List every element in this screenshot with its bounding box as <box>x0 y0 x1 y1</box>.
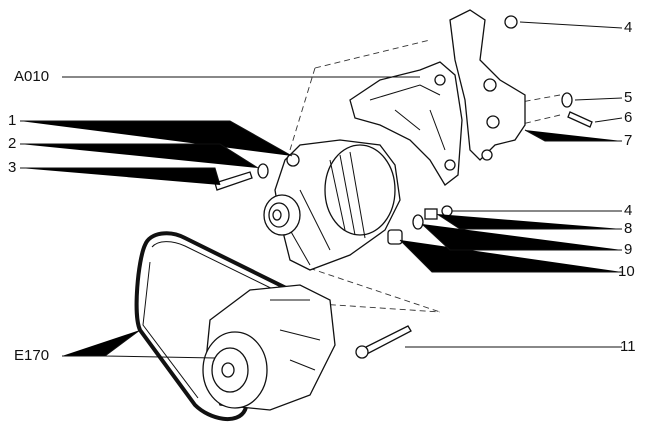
washer-9 <box>412 214 424 230</box>
bushing-10 <box>387 229 403 245</box>
compressor-e170 <box>202 284 336 411</box>
label-5: 5 <box>624 89 633 106</box>
washer-5 <box>561 92 573 108</box>
label-e170: E170 <box>14 347 50 364</box>
bolt-3 <box>214 171 253 191</box>
label-1: 1 <box>8 112 17 129</box>
alternator <box>263 139 401 271</box>
label-4-mid: 4 <box>624 202 633 219</box>
bracket-7 <box>449 9 526 161</box>
washer-2 <box>257 163 269 179</box>
label-10: 10 <box>618 263 635 280</box>
label-2: 2 <box>8 135 17 152</box>
label-3: 3 <box>8 159 17 176</box>
label-7: 7 <box>624 132 633 149</box>
bracket-a010 <box>349 61 463 186</box>
label-a010: A010 <box>14 68 50 85</box>
label-9: 9 <box>624 241 633 258</box>
label-8: 8 <box>624 220 633 237</box>
spacer-8 <box>424 208 438 220</box>
label-11: 11 <box>620 338 636 355</box>
nut-top <box>504 15 518 29</box>
bolt-6 <box>567 111 593 128</box>
label-6: 6 <box>624 109 633 126</box>
label-4-top: 4 <box>624 19 633 36</box>
nut-mid <box>441 205 453 217</box>
